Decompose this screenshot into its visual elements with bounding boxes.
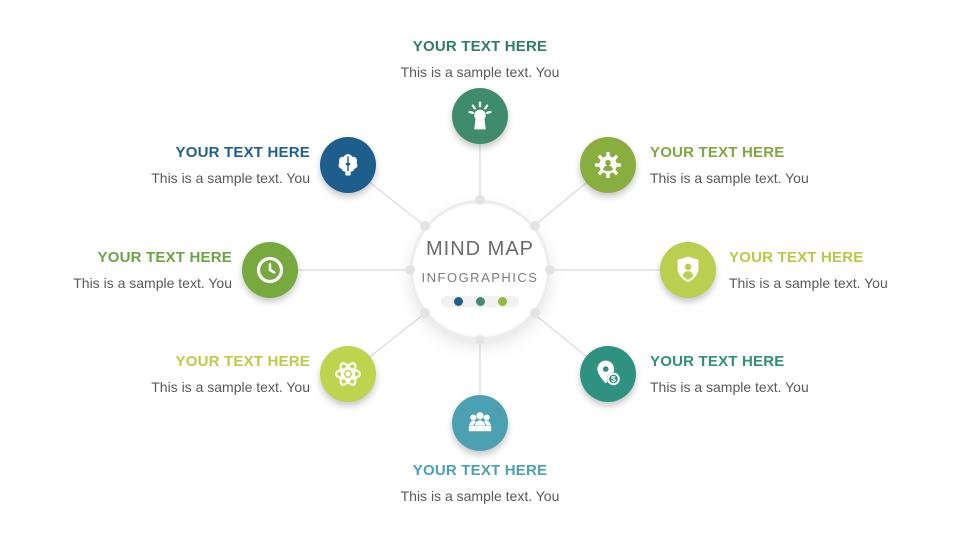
node-title: YOUR TEXT HERE	[412, 462, 548, 479]
brain-bulb-icon	[338, 154, 358, 176]
ring-node-dot	[545, 265, 555, 275]
node-subtitle: This is a sample text. You	[151, 170, 310, 186]
node-title: YOUR TEXT HERE	[650, 353, 785, 370]
node-text-upper-right: YOUR TEXT HERE This is a sample text. Yo…	[650, 144, 930, 186]
indicator-dot	[476, 297, 485, 306]
node-subtitle: This is a sample text. You	[729, 275, 888, 291]
node-circle-lower-left	[320, 346, 376, 402]
node-circle-right	[660, 242, 716, 298]
indicator-dot	[498, 297, 507, 306]
node-subtitle: This is a sample text. You	[73, 275, 232, 291]
node-title: YOUR TEXT HERE	[97, 249, 232, 266]
node-subtitle: This is a sample text. You	[650, 379, 809, 395]
node-title: YOUR TEXT HERE	[650, 144, 785, 161]
money-pin-icon: $	[597, 360, 620, 386]
clock-icon	[256, 256, 284, 284]
node-circle-left	[242, 242, 298, 298]
team-meeting-icon	[468, 412, 492, 432]
center-circle: MIND MAP INFOGRAPHICS	[410, 200, 550, 340]
node-title: YOUR TEXT HERE	[729, 249, 864, 266]
node-text-bottom: YOUR TEXT HERE This is a sample text. Yo…	[330, 462, 630, 504]
center-subtitle: INFOGRAPHICS	[421, 269, 539, 285]
shield-person-icon	[677, 256, 699, 282]
node-title: YOUR TEXT HERE	[175, 353, 310, 370]
node-circle-bottom	[452, 395, 508, 451]
ring-node-dot	[420, 221, 430, 231]
node-subtitle: This is a sample text. You	[151, 379, 310, 395]
ring-node-dot	[420, 308, 430, 318]
ring-node-dot	[530, 221, 540, 231]
node-circle-lower-right: $	[580, 346, 636, 402]
node-text-top: YOUR TEXT HERE This is a sample text. Yo…	[330, 38, 630, 80]
node-text-left: YOUR TEXT HERE This is a sample text. Yo…	[0, 249, 232, 291]
ring-node-dot	[530, 308, 540, 318]
ring-node-dot	[475, 335, 485, 345]
center-title: MIND MAP	[426, 237, 534, 260]
node-text-upper-left: YOUR TEXT HERE This is a sample text. Yo…	[30, 144, 310, 186]
ring-node-dot	[405, 265, 415, 275]
svg-text:$: $	[611, 374, 616, 384]
ring-node-dot	[475, 195, 485, 205]
node-circle-upper-right	[580, 137, 636, 193]
node-text-lower-left: YOUR TEXT HERE This is a sample text. Yo…	[30, 353, 310, 395]
node-subtitle: This is a sample text. You	[650, 170, 809, 186]
node-circle-top	[452, 88, 508, 144]
node-title: YOUR TEXT HERE	[175, 144, 310, 161]
node-circle-upper-left	[320, 137, 376, 193]
atom-icon	[334, 362, 362, 386]
gear-person-icon	[594, 151, 622, 179]
node-text-lower-right: YOUR TEXT HERE This is a sample text. Yo…	[650, 353, 930, 395]
node-text-right: YOUR TEXT HERE This is a sample text. Yo…	[729, 249, 960, 291]
indicator-dot	[454, 297, 463, 306]
node-subtitle: This is a sample text. You	[400, 488, 560, 504]
progress-dots-indicator	[441, 296, 519, 307]
creative-mind-icon	[468, 101, 492, 130]
node-subtitle: This is a sample text. You	[400, 64, 560, 80]
node-title: YOUR TEXT HERE	[412, 38, 548, 55]
